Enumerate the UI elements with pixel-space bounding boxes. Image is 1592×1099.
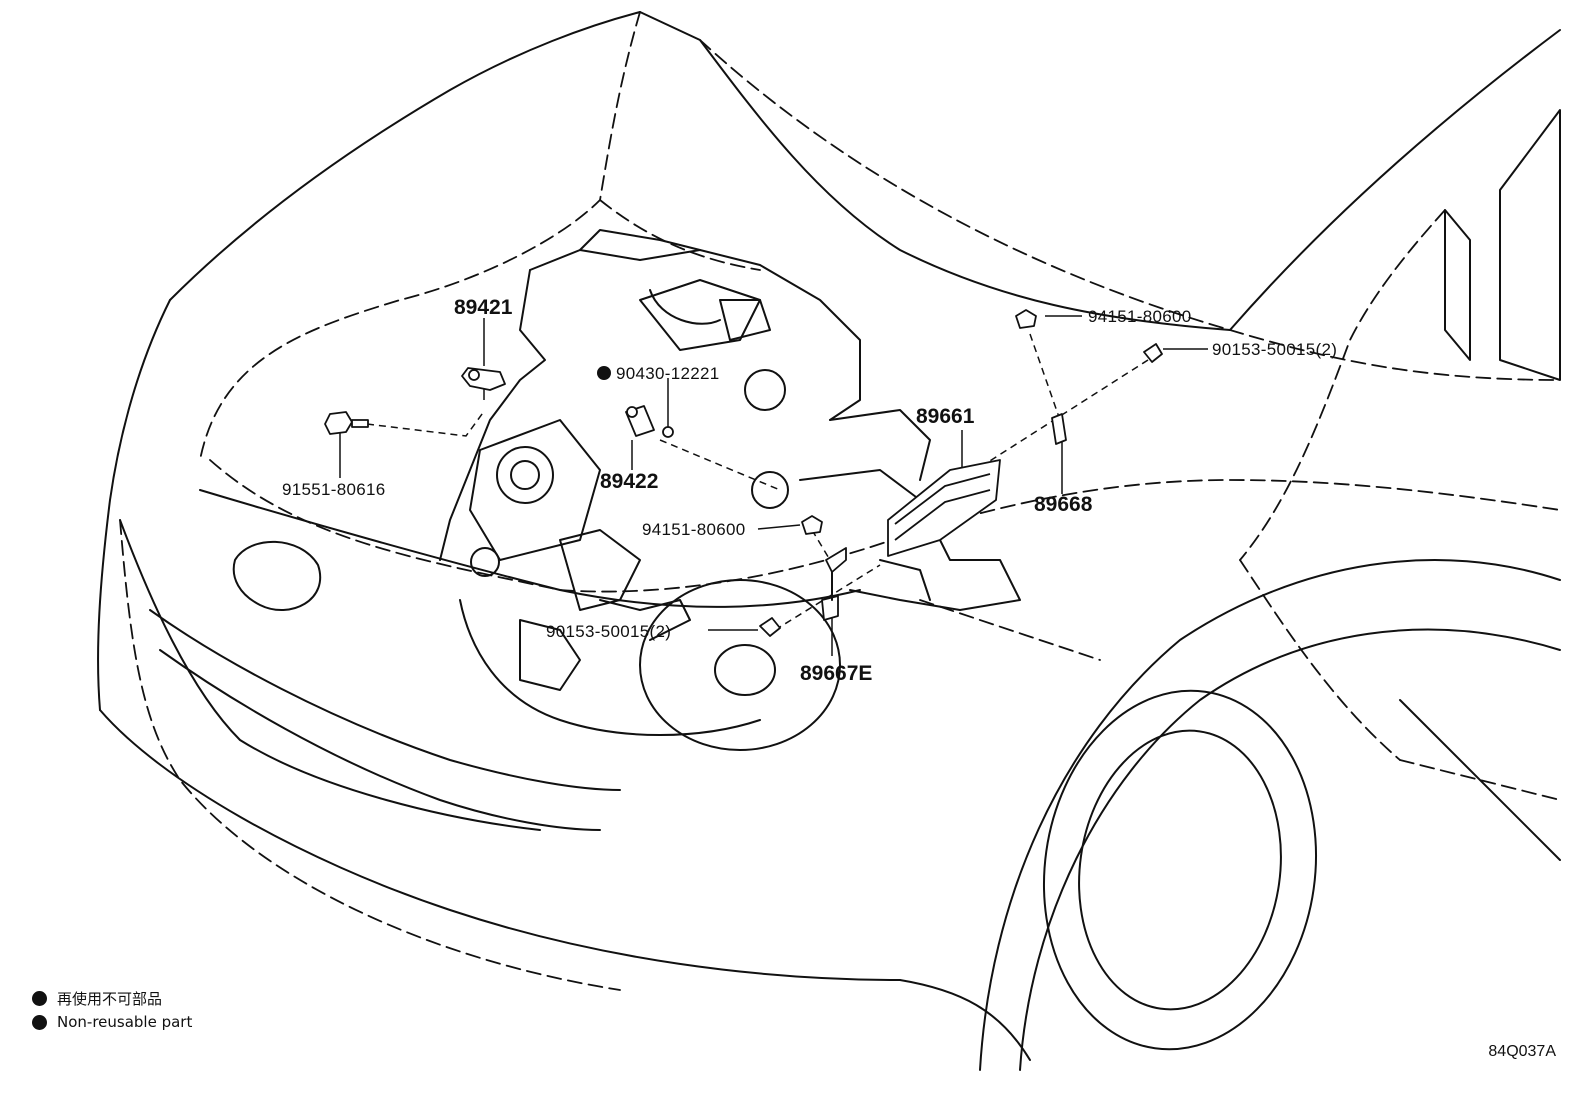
part-90430-gasket [662,426,674,438]
part-90153-bolt-top [1143,343,1163,363]
vehicle-outline [97,11,1561,1071]
label-89422: 89422 [600,470,658,493]
label-89667E: 89667E [800,662,872,685]
legend-row-english: Non-reusable part [32,1010,192,1034]
part-89667E-bracket [821,547,847,621]
legend-row-japanese: 再使用不可部品 [32,986,192,1010]
part-89421-sensor [461,367,506,391]
label-90153-50015-top: 90153-50015(2) [1212,340,1337,359]
label-90430-12221: 90430-12221 [616,364,720,383]
part-94151-nut-top [1015,309,1037,329]
label-90153-50015-bottom: 90153-50015(2) [546,622,671,641]
non-reusable-dot-icon [32,990,47,1006]
part-89422-sensor [625,405,655,437]
label-94151-80600-top: 94151-80600 [1088,307,1192,326]
part-91551-bolt [324,411,369,435]
part-94151-nut-mid [801,515,823,535]
diagram-reference-code: 84Q037A [1488,1043,1556,1060]
label-89661: 89661 [916,405,975,428]
legend-text-japanese: 再使用不可部品 [57,989,163,1008]
label-91551-80616: 91551-80616 [282,480,386,499]
engine-assembly [439,229,1021,751]
part-89668-bracket [1051,413,1067,445]
label-89421: 89421 [454,296,513,319]
legend: 再使用不可部品 Non-reusable part [32,986,192,1034]
label-94151-80600-mid: 94151-80600 [642,520,746,539]
label-89668: 89668 [1034,493,1093,516]
legend-text-english: Non-reusable part [57,1013,193,1031]
non-reusable-dot-icon [32,1014,47,1030]
non-reusable-dot-icon [597,366,611,380]
part-89661-ecu [887,459,1001,557]
part-90153-bolt-bottom [759,617,781,637]
part-labels: 89421 90430-12221 91551-80616 89422 9415… [282,296,1337,685]
